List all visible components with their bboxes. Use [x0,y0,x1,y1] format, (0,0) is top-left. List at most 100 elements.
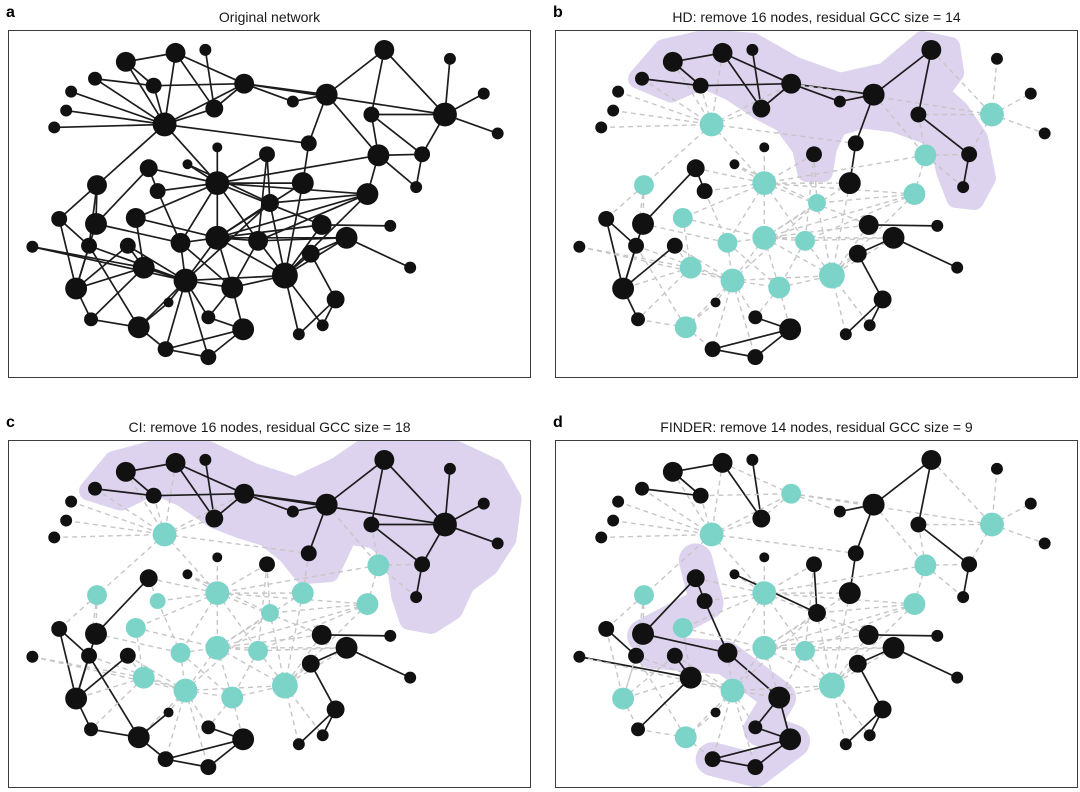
node-10 [234,483,255,504]
node-13 [443,462,456,475]
edge-8-10 [164,82,245,126]
node-11 [205,509,224,528]
node-49 [127,726,150,749]
edge-43-54 [258,236,347,242]
panel-b-box [555,30,1078,378]
node-26 [410,181,423,194]
edge-removed-21-25 [913,155,927,195]
edge-removed-2-8 [710,462,724,535]
node-44 [173,268,198,293]
edge-14-21 [326,94,380,156]
node-28 [182,569,193,580]
node-11 [752,99,771,118]
edge-removed-14-21 [326,504,379,566]
edge-removed-16-17 [991,93,1032,116]
panel-c-letter: c [6,414,15,431]
edge-removed-25-43 [804,193,915,242]
node-8 [152,112,177,137]
edge-removed-37-44 [635,245,733,282]
node-60 [316,729,329,742]
edge-removed-5-8 [617,500,712,536]
node-55 [931,219,944,232]
removed-node-21 [914,144,937,167]
node-54 [882,636,905,659]
edge-37-49 [88,245,140,328]
node-15 [833,505,846,518]
node-4 [88,481,102,496]
node-50 [779,318,802,341]
node-9 [692,77,709,94]
edge-removed-21-31 [217,564,379,594]
node-4 [635,71,649,86]
edge-removed-7-8 [601,123,712,129]
removed-node-43 [795,230,816,251]
node-46 [710,297,721,308]
node-11 [752,509,771,528]
edge-removed-8-10 [711,493,792,536]
edge-removed-34-40 [622,633,644,699]
node-56 [301,244,320,263]
node-17 [477,497,490,510]
node-15 [286,95,299,108]
node-36 [573,650,586,663]
node-18 [491,127,504,140]
node-38 [666,647,683,664]
node-31 [205,171,230,196]
removed-node-45 [768,276,791,299]
node-52 [747,759,764,776]
edge-removed-8-31 [711,123,765,184]
node-5 [612,495,625,508]
edge-removed-44-57 [732,274,832,282]
edge-removed-25-62 [816,193,915,204]
node-47 [201,310,216,325]
edge-50-51 [165,328,244,350]
edge-removed-14-21 [873,94,926,156]
removed-node-24 [291,582,314,605]
node-22 [961,556,978,573]
edge-2-10 [175,52,245,85]
removed-node-30 [87,585,107,606]
node-34 [85,622,107,645]
panel-b: b HD: remove 16 nodes, residual GCC size… [553,4,1078,378]
node-50 [779,728,802,751]
edge-19-22 [370,523,423,565]
removed-node-57 [271,672,298,699]
node-34 [85,212,107,235]
edge-removed-38-40 [622,655,676,700]
network-graph-a [26,39,504,366]
node-19 [910,106,927,123]
edge-removed-44-47 [731,280,756,318]
node-29 [686,159,705,178]
node-27 [212,552,223,563]
node-21 [367,144,390,167]
removed-node-44 [173,678,198,703]
edge-removed-44-47 [731,690,756,728]
node-55 [931,629,944,642]
edge-12-16 [383,459,446,526]
node-62 [261,194,279,212]
node-56 [301,654,320,673]
node-51 [704,341,721,358]
edge-12-19 [370,459,386,525]
edge-removed-25-62 [816,603,915,614]
node-34 [632,622,654,645]
edge-removed-25-43 [257,603,368,652]
node-54 [882,226,905,249]
edge-removed-45-47 [207,697,233,728]
edge-removed-24-57 [831,592,851,686]
edge-53-55 [321,224,391,227]
node-36 [26,240,39,253]
edge-2-10 [722,52,792,85]
node-11 [205,99,224,118]
node-14 [315,493,338,516]
edge-25-57 [284,193,369,277]
edge-2-11 [174,52,216,110]
node-51 [157,341,174,358]
node-37 [81,237,97,254]
edge-21-31 [217,154,379,184]
edge-removed-21-31 [764,564,926,594]
edge-removed-39-40 [622,676,691,700]
node-14 [862,493,885,516]
edge-12-19 [917,49,933,115]
node-46 [710,707,721,718]
